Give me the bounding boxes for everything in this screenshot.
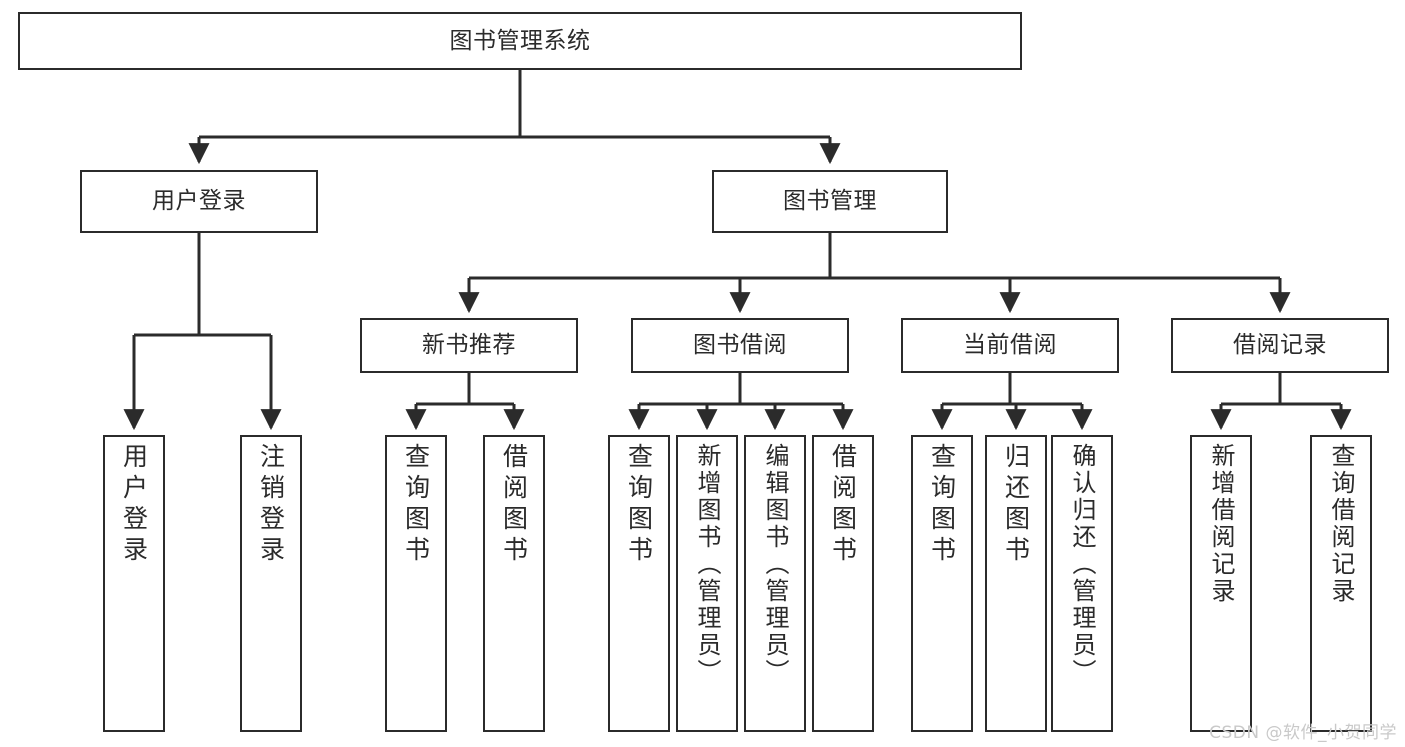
node-label: 新书推荐 bbox=[422, 332, 516, 359]
leaf-node[interactable]: 确认归还（管理员） bbox=[1051, 435, 1113, 732]
node-label: 借阅图书 bbox=[499, 443, 529, 567]
leaf-node[interactable]: 用户登录 bbox=[103, 435, 165, 732]
node-level3-new-book-recommend[interactable]: 新书推荐 bbox=[360, 318, 578, 373]
node-level3-book-borrow[interactable]: 图书借阅 bbox=[631, 318, 849, 373]
node-label: 注销登录 bbox=[256, 443, 286, 567]
node-label: 查询图书 bbox=[927, 443, 957, 567]
node-label: 查询借阅记录 bbox=[1327, 443, 1355, 605]
leaf-node[interactable]: 归还图书 bbox=[985, 435, 1047, 732]
leaf-node[interactable]: 新增借阅记录 bbox=[1190, 435, 1252, 732]
watermark: CSDN @软件_小贺同学 bbox=[1209, 723, 1397, 743]
node-label: 借阅记录 bbox=[1233, 332, 1327, 359]
node-label: 图书管理 bbox=[783, 188, 877, 215]
node-level2-user-login[interactable]: 用户登录 bbox=[80, 170, 318, 233]
node-label: 编辑图书（管理员） bbox=[761, 443, 789, 686]
leaf-node[interactable]: 查询图书 bbox=[911, 435, 973, 732]
leaf-node[interactable]: 查询借阅记录 bbox=[1310, 435, 1372, 732]
node-label: 图书借阅 bbox=[693, 332, 787, 359]
node-label: 图书管理系统 bbox=[449, 27, 591, 54]
node-label: 查询图书 bbox=[624, 443, 654, 567]
leaf-node[interactable]: 注销登录 bbox=[240, 435, 302, 732]
node-level2-book-management[interactable]: 图书管理 bbox=[712, 170, 948, 233]
node-label: 确认归还（管理员） bbox=[1068, 443, 1096, 686]
leaf-node[interactable]: 查询图书 bbox=[608, 435, 670, 732]
node-label: 用户登录 bbox=[152, 188, 246, 215]
leaf-node[interactable]: 借阅图书 bbox=[483, 435, 545, 732]
node-label: 借阅图书 bbox=[828, 443, 858, 567]
node-label: 查询图书 bbox=[401, 443, 431, 567]
node-label: 新增借阅记录 bbox=[1207, 443, 1235, 605]
node-level3-borrow-record[interactable]: 借阅记录 bbox=[1171, 318, 1389, 373]
node-label: 归还图书 bbox=[1001, 443, 1031, 567]
node-label: 当前借阅 bbox=[963, 332, 1057, 359]
node-root[interactable]: 图书管理系统 bbox=[18, 12, 1022, 70]
leaf-node[interactable]: 编辑图书（管理员） bbox=[744, 435, 806, 732]
node-level3-current-borrow[interactable]: 当前借阅 bbox=[901, 318, 1119, 373]
leaf-node[interactable]: 借阅图书 bbox=[812, 435, 874, 732]
node-label: 用户登录 bbox=[119, 443, 149, 567]
leaf-node[interactable]: 查询图书 bbox=[385, 435, 447, 732]
node-label: 新增图书（管理员） bbox=[693, 443, 721, 686]
leaf-node[interactable]: 新增图书（管理员） bbox=[676, 435, 738, 732]
